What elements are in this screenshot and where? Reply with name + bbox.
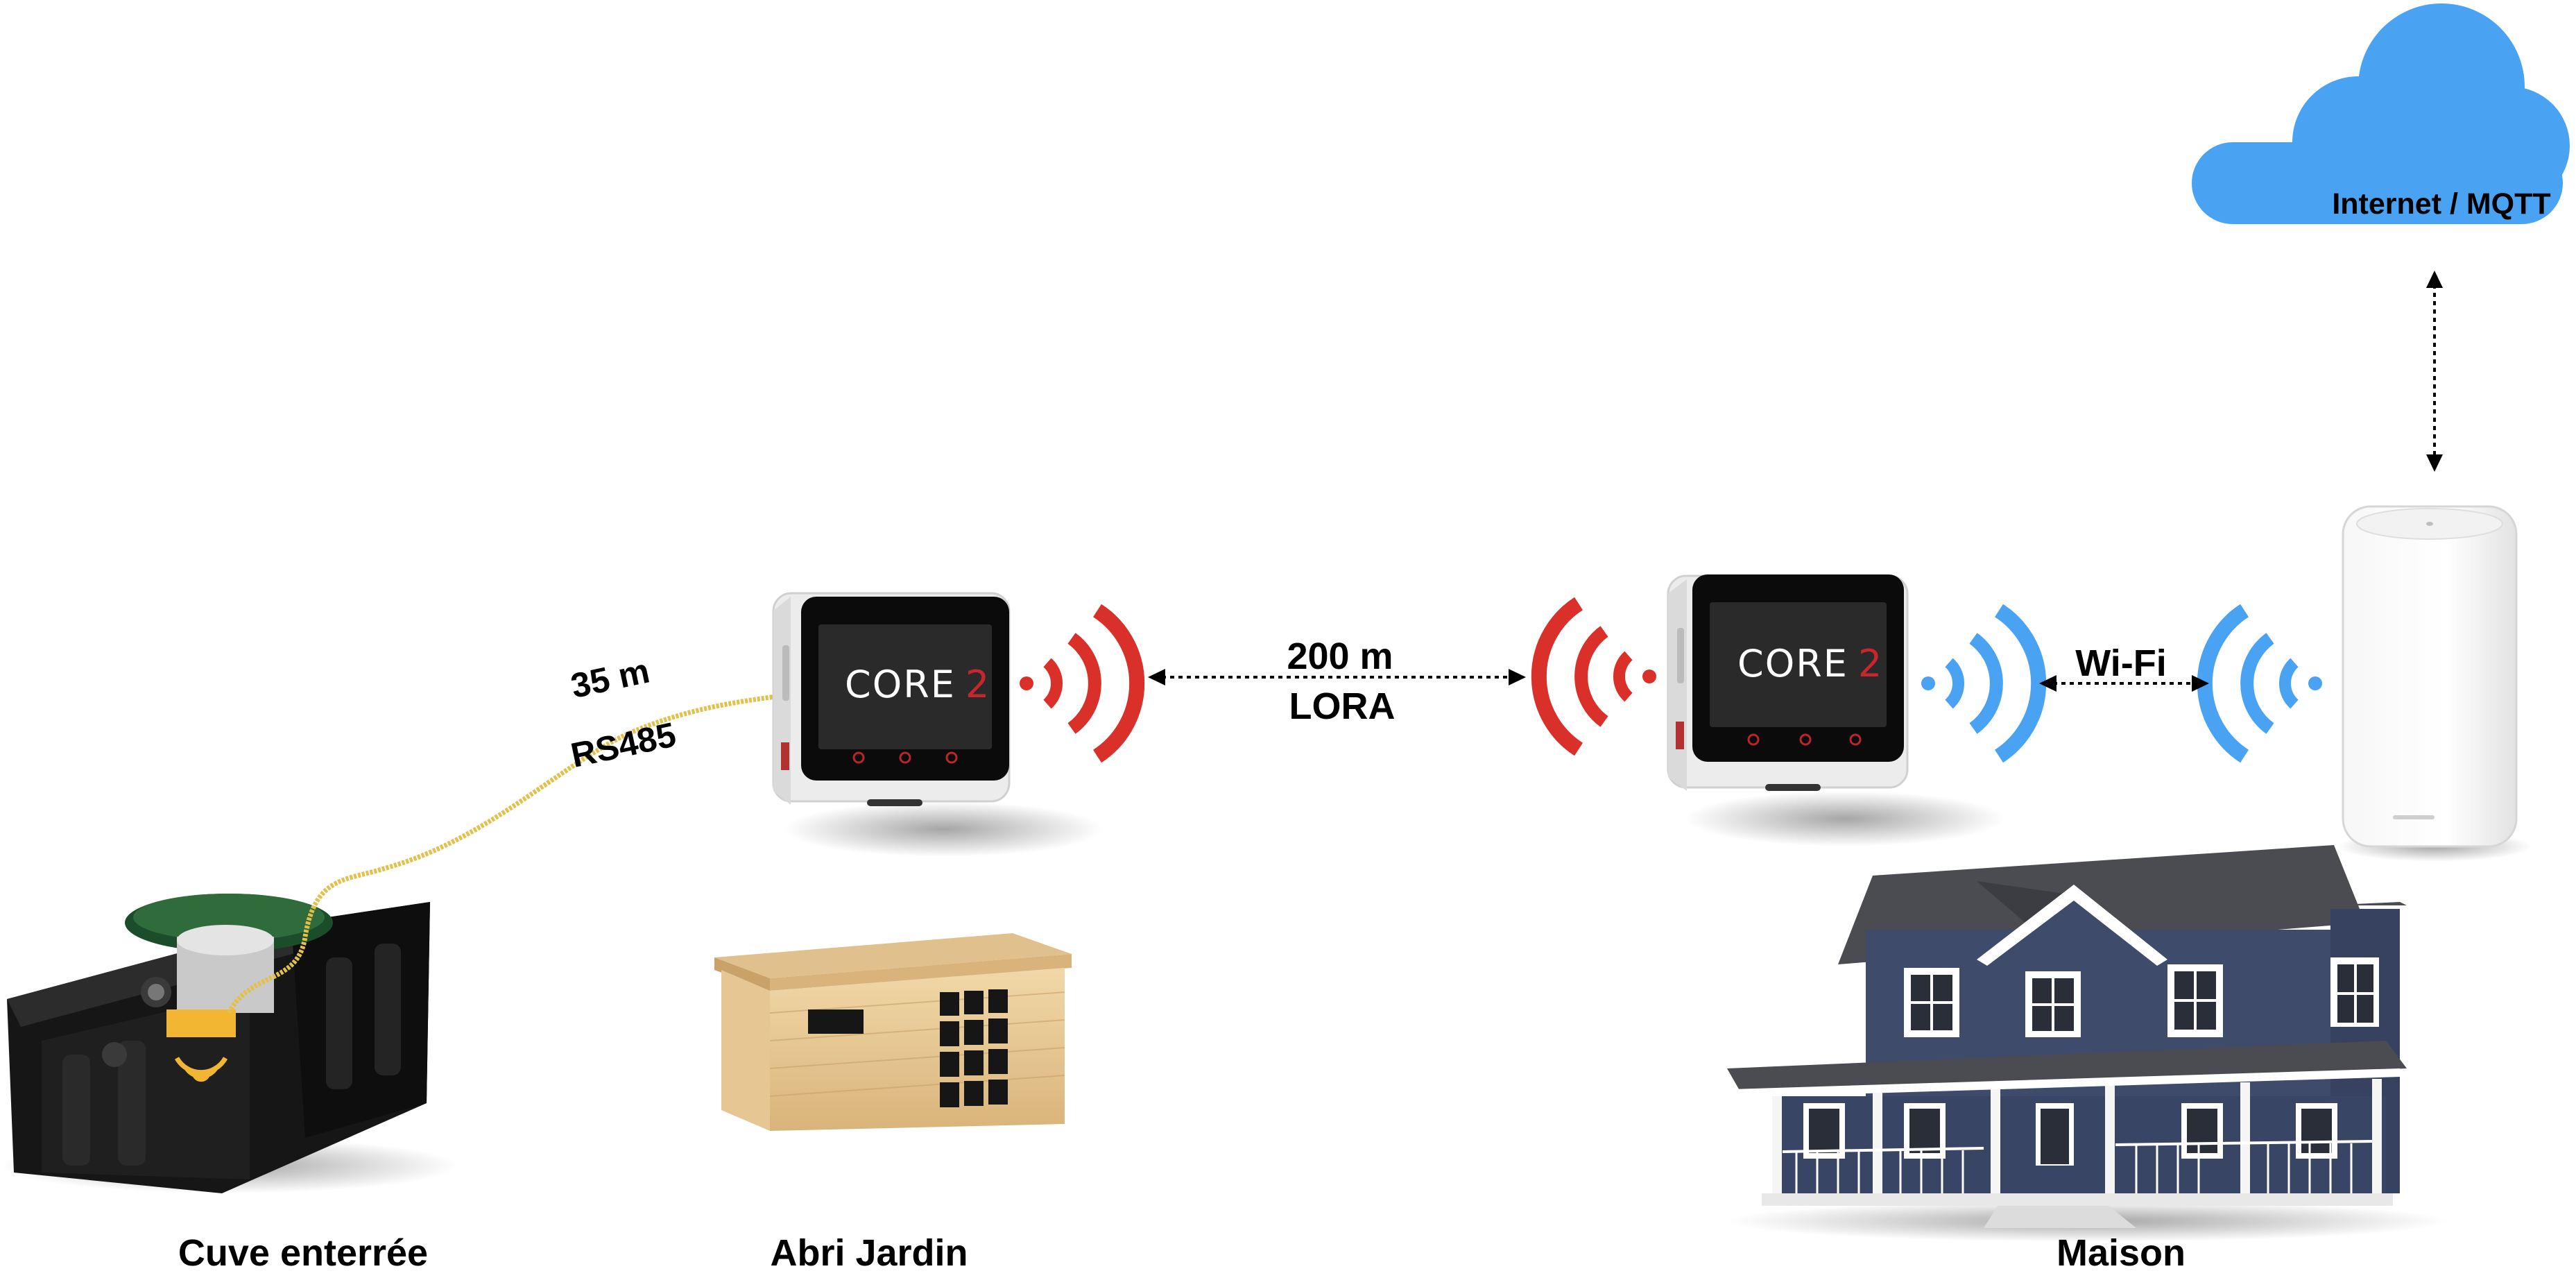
house-icon xyxy=(1727,845,2448,1242)
wifi-link-arrow xyxy=(2039,675,2209,692)
cloud-label: Internet / MQTT xyxy=(2332,187,2551,221)
m5stack-core2-device-house xyxy=(1667,574,2004,846)
tank-caption: Cuve enterrée xyxy=(178,1232,429,1274)
wifi-router-icon xyxy=(2337,505,2532,862)
cloud-icon xyxy=(2192,3,2570,224)
wifi-signal-icon-router xyxy=(2197,604,2322,763)
m5stack-core2-device-shed xyxy=(772,592,1103,857)
level-sensor-icon xyxy=(166,1009,236,1082)
house-caption: Maison xyxy=(2056,1232,2186,1274)
shed-caption: Abri Jardin xyxy=(770,1232,968,1274)
garden-shed-icon xyxy=(714,933,1072,1131)
wifi-link-label: Wi-Fi xyxy=(2075,642,2167,684)
lora-link-arrow xyxy=(1148,669,1526,685)
internet-link-arrow xyxy=(2426,271,2443,472)
radio-protocol-label: LORA xyxy=(1289,685,1396,727)
rs485-cable xyxy=(226,691,798,1014)
tank-icon xyxy=(0,894,458,1193)
radio-distance-label: 200 m xyxy=(1287,636,1393,677)
lora-signal-icon-left xyxy=(1020,604,1145,763)
lora-signal-icon-right xyxy=(1531,597,1656,756)
wifi-signal-icon-device xyxy=(1921,604,2047,763)
